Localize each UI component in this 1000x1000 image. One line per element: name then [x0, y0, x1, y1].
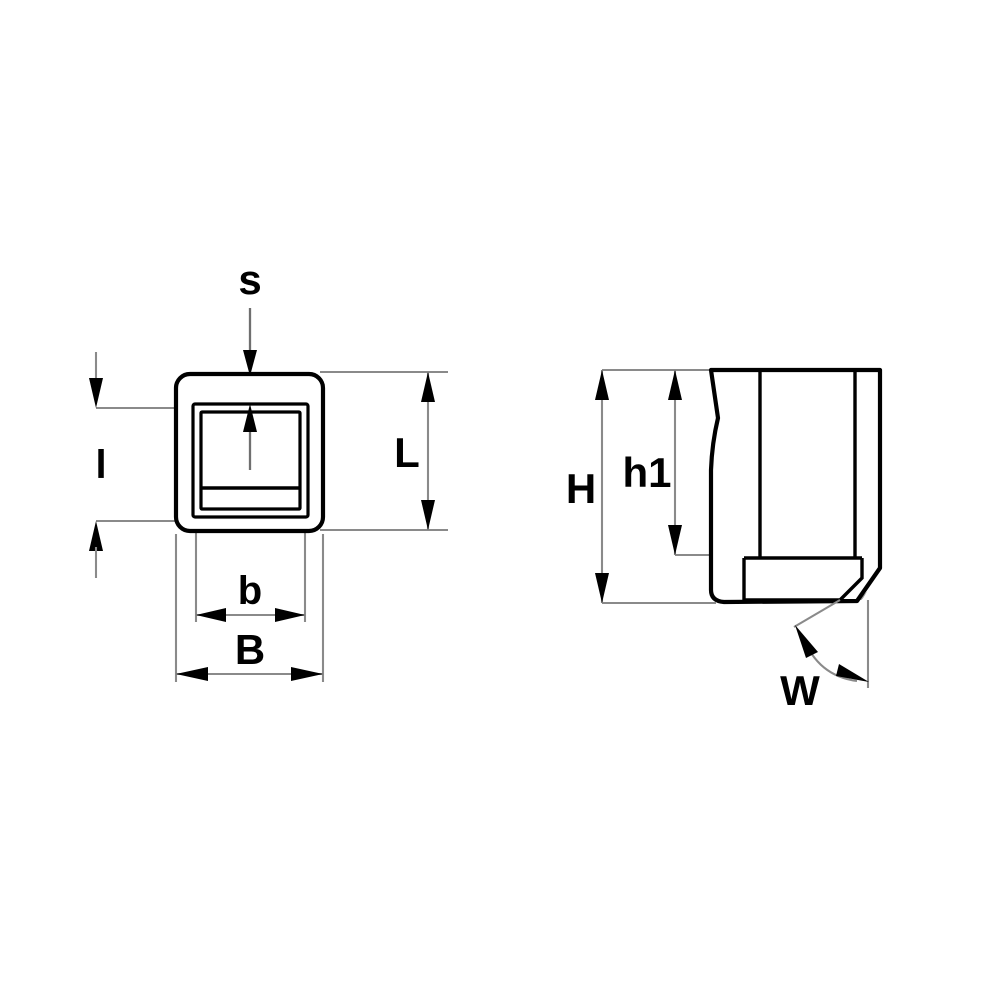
arrow-b-right	[275, 608, 305, 622]
arrow-h1-top	[668, 370, 682, 400]
arrow-h1-bottom	[668, 525, 682, 555]
section-bore-walls	[758, 370, 857, 558]
arrow-H-bottom	[595, 573, 609, 603]
arrow-s-top	[243, 350, 257, 376]
dim-label-B: B	[235, 626, 265, 673]
dim-label-s: s	[238, 256, 261, 303]
arrow-L-bottom	[421, 500, 435, 530]
dim-label-l: l	[95, 443, 106, 487]
section-counterbore	[742, 556, 864, 602]
arrow-L-top	[421, 372, 435, 402]
section-view-group: H h1 W	[566, 367, 883, 714]
dim-label-L: L	[394, 429, 420, 476]
arrow-s-inner	[243, 404, 257, 432]
front-view-group: s l L b B	[89, 256, 448, 682]
arrow-l-bottom	[89, 521, 103, 551]
arrow-b-left	[196, 608, 226, 622]
arrow-l-top	[89, 378, 103, 408]
arrow-H-top	[595, 370, 609, 400]
ref-line-W-chamfer	[793, 599, 841, 628]
section-outer-profile	[708, 367, 883, 605]
dim-label-H: H	[566, 465, 596, 512]
dim-label-W: W	[780, 667, 820, 714]
arrow-W-start	[795, 625, 818, 658]
arrow-B-left	[176, 667, 208, 681]
dim-label-h1: h1	[622, 449, 671, 496]
arrow-B-right	[291, 667, 323, 681]
arrow-W-end	[836, 664, 869, 682]
dim-label-b: b	[238, 569, 262, 613]
